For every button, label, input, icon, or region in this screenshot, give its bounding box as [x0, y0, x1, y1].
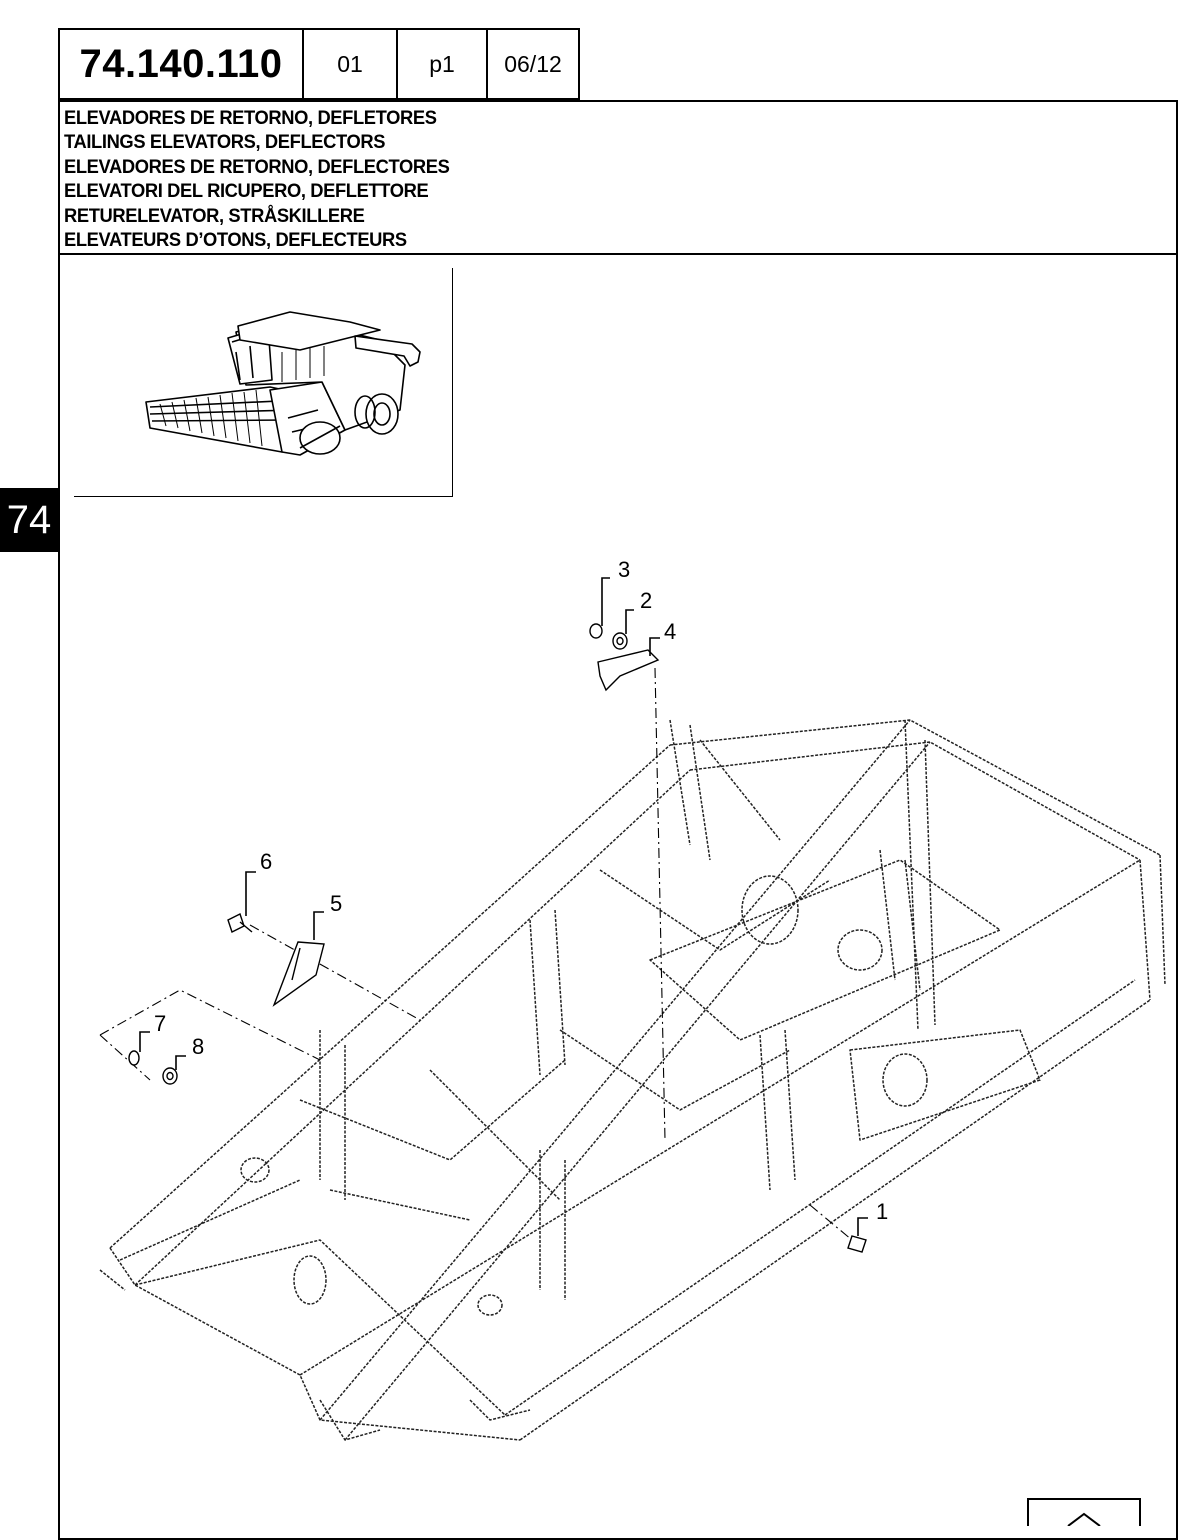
- part-hardware: [128, 623, 867, 1253]
- navigation-arrow-icon: [1027, 1498, 1141, 1526]
- callout-5: 5: [330, 891, 342, 916]
- callout-6: 6: [260, 849, 272, 874]
- title-block: ELEVADORES DE RETORNO, DEFLETORES TAILIN…: [58, 100, 1178, 255]
- title-danish: RETURELEVATOR, STRÅSKILLERE: [64, 204, 365, 227]
- assembly-lines: [99, 667, 853, 1241]
- section-tab: 74: [0, 488, 58, 552]
- tailings-elevator-frame: [99, 719, 1166, 1441]
- callout-1: 1: [876, 1199, 888, 1224]
- title-portuguese: ELEVADORES DE RETORNO, DEFLETORES: [64, 107, 437, 129]
- callout-8: 8: [192, 1034, 204, 1059]
- title-french: ELEVATEURS D’OTONS, DEFLECTEURS: [64, 229, 407, 252]
- callout-labels: 1 2 3 4 5 6 7 8: [154, 557, 888, 1224]
- callout-4: 4: [664, 619, 676, 644]
- title-italian: ELEVATORI DEL RICUPERO, DEFLETTORE: [64, 180, 429, 203]
- callout-7: 7: [154, 1011, 166, 1036]
- callout-leaders: [139, 577, 868, 1236]
- title-spanish: ELEVADORES DE RETORNO, DEFLECTORES: [64, 155, 450, 178]
- part-code: 74.140.110: [58, 28, 304, 100]
- callout-3: 3: [618, 557, 630, 582]
- thumbnail-frame: [74, 268, 453, 497]
- revision-date: 06/12: [486, 28, 580, 100]
- title-english: TAILINGS ELEVATORS, DEFLECTORS: [64, 131, 386, 154]
- combine-harvester-thumbnail: [145, 311, 421, 456]
- callout-2: 2: [640, 588, 652, 613]
